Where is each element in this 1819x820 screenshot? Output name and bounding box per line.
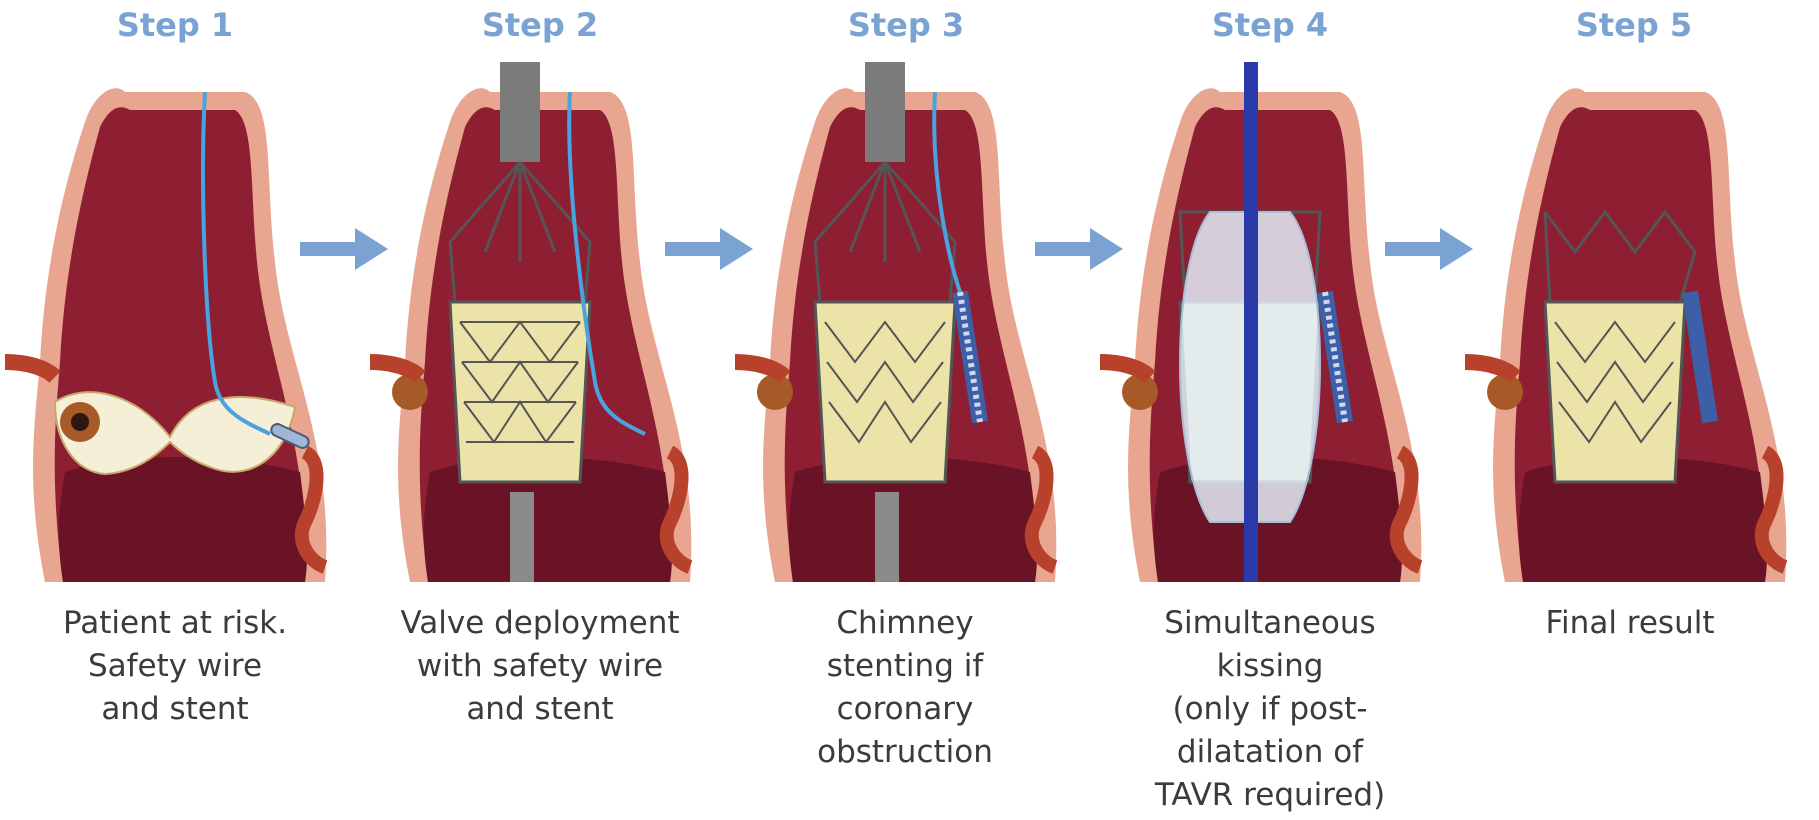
step-3-title: Step 3 <box>756 6 1056 44</box>
step-5-caption: Final result <box>1465 602 1795 645</box>
kissing-balloon-illustration <box>1100 62 1440 582</box>
step-5-title: Step 5 <box>1484 6 1784 44</box>
step-1-illustration <box>5 62 345 582</box>
aortic-root-illustration <box>5 62 345 582</box>
step-3-caption: Chimney stenting if coronary obstruction <box>740 602 1070 774</box>
step-4-illustration <box>1100 62 1440 582</box>
step-5-illustration <box>1465 62 1805 582</box>
step-2-caption: Valve deployment with safety wire and st… <box>375 602 705 731</box>
arrow-right-icon <box>300 226 390 272</box>
arrow-right-icon <box>1385 226 1475 272</box>
step-1-title: Step 1 <box>25 6 325 44</box>
chimney-stenting-illustration <box>735 62 1075 582</box>
final-result-illustration <box>1465 62 1805 582</box>
arrow-right-icon <box>1035 226 1125 272</box>
valve-deployment-illustration <box>370 62 710 582</box>
step-1-caption: Patient at risk. Safety wire and stent <box>10 602 340 731</box>
step-4-caption: Simultaneous kissing (only if post- dila… <box>1105 602 1435 817</box>
step-2-illustration <box>370 62 710 582</box>
step-4-title: Step 4 <box>1120 6 1420 44</box>
step-2-title: Step 2 <box>390 6 690 44</box>
arrow-right-icon <box>665 226 755 272</box>
step-3-illustration <box>735 62 1075 582</box>
